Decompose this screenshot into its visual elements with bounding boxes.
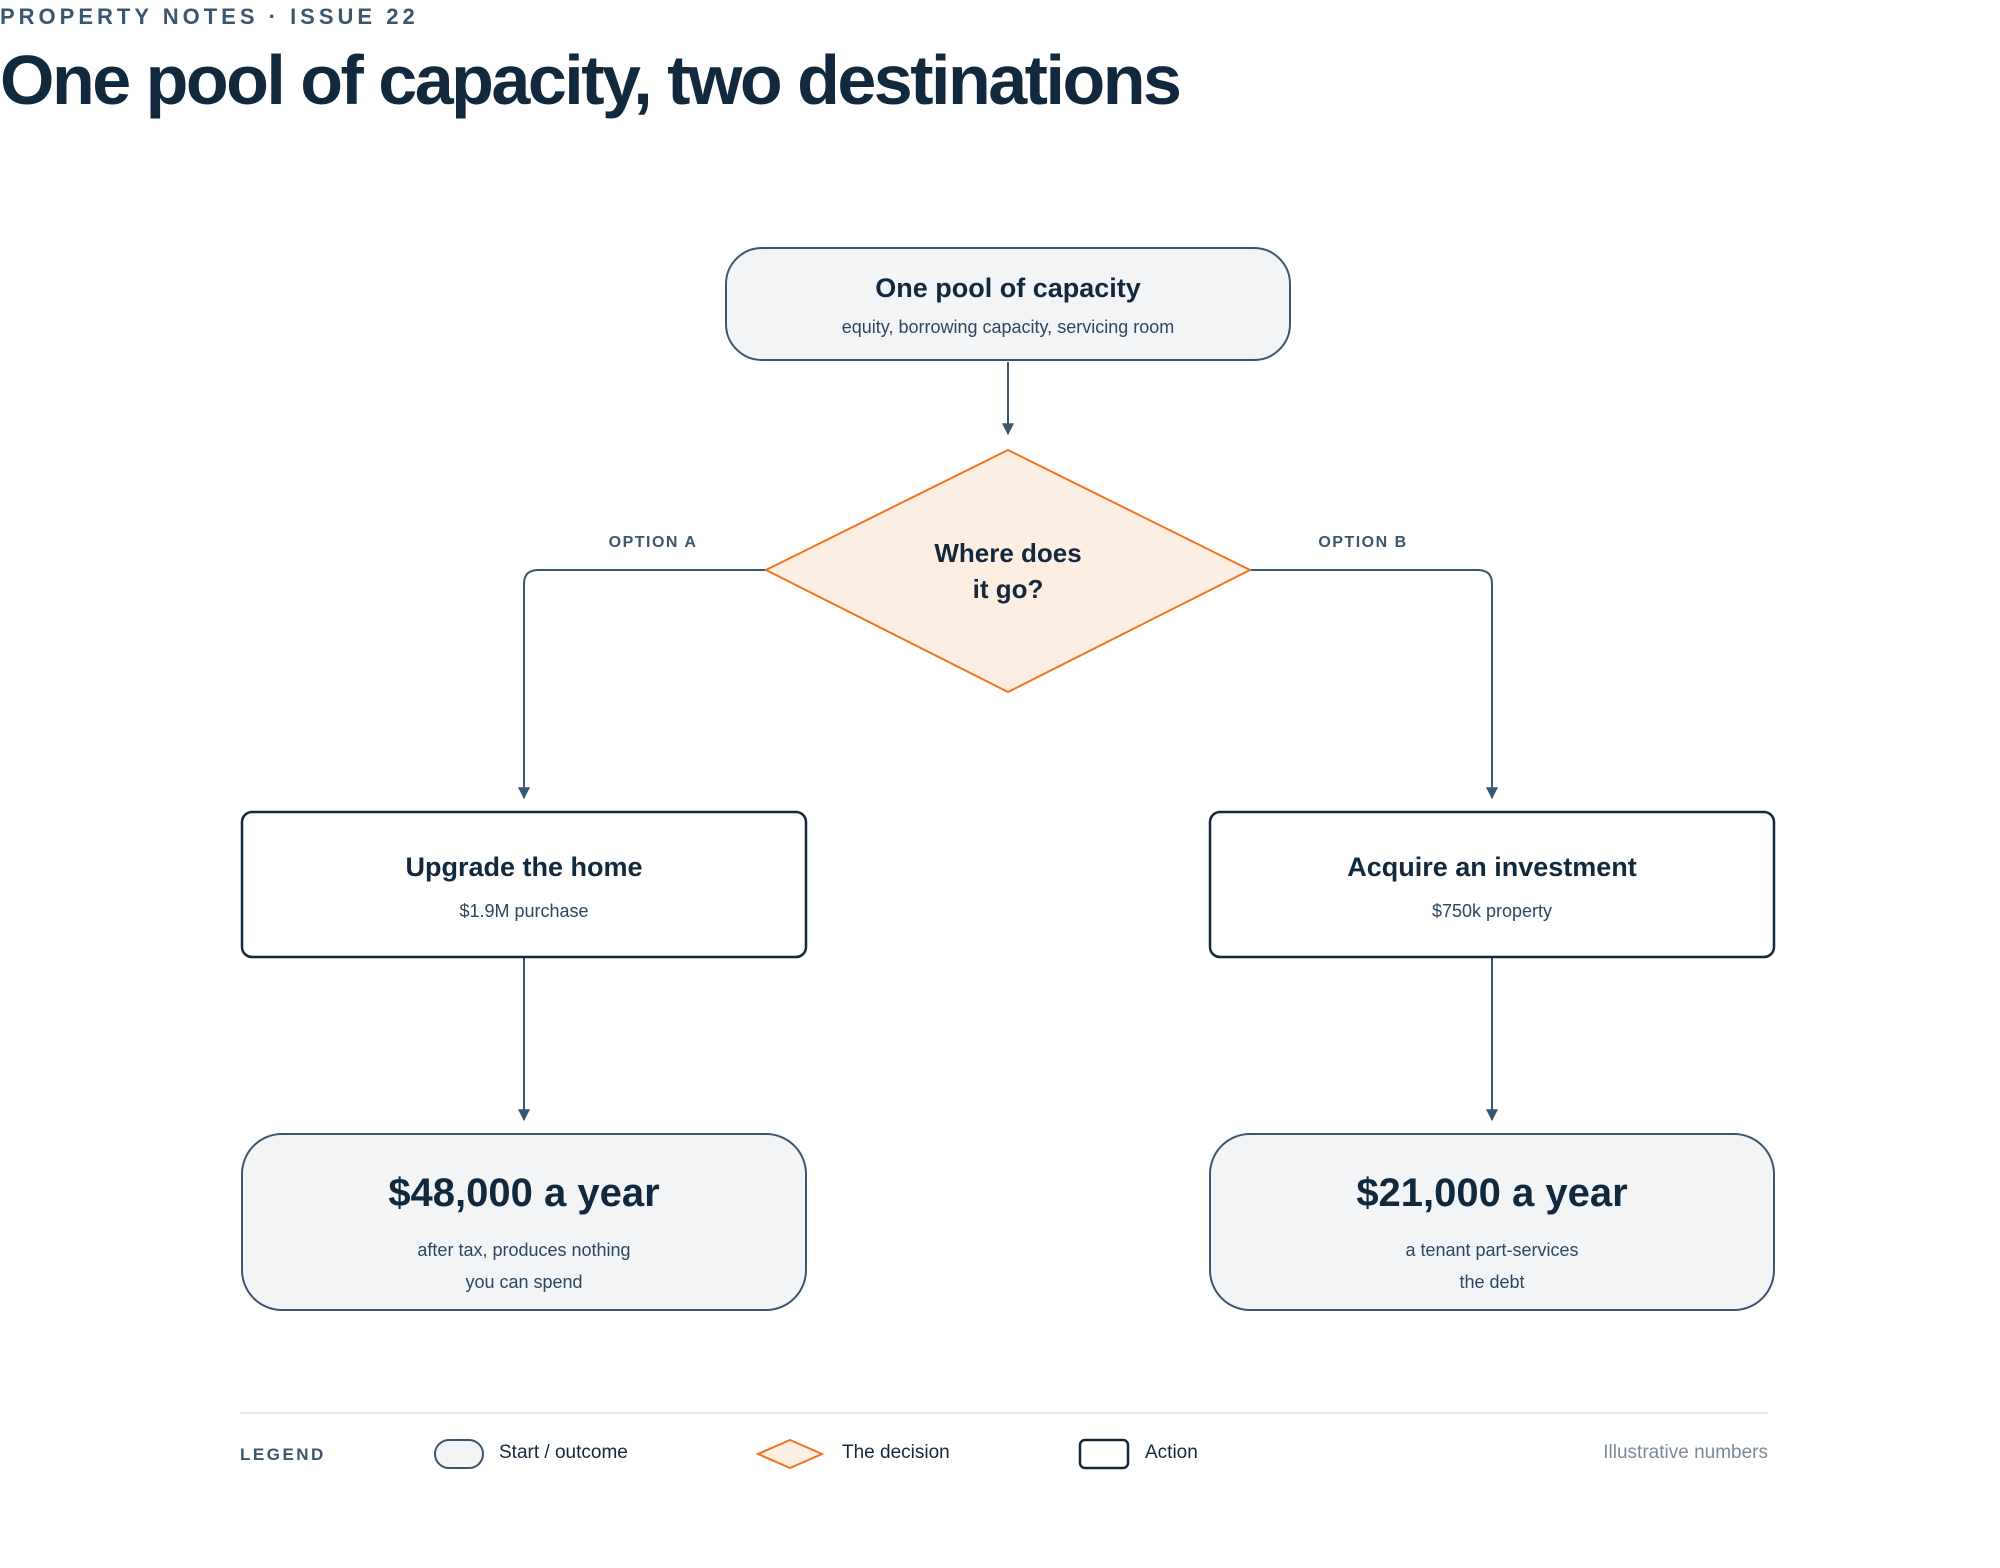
- outcome-node-a: $48,000 a year after tax, produces nothi…: [241, 1133, 807, 1311]
- illustrative-note: Illustrative numbers: [1603, 1442, 1768, 1463]
- legend-label: LEGEND: [240, 1445, 326, 1464]
- outcome-b-value: $21,000 a year: [1356, 1171, 1627, 1215]
- page-title: One pool of capacity, two destinations: [0, 41, 1182, 119]
- decision-node: Where does it go?: [763, 448, 1253, 694]
- start-node-subtitle: equity, borrowing capacity, servicing ro…: [842, 317, 1174, 337]
- legend-action-text: Action: [1145, 1442, 1198, 1463]
- option-b-label: OPTION B: [1318, 534, 1407, 551]
- outcome-a-line-1: after tax, produces nothing: [417, 1240, 630, 1260]
- outcome-b-line-1: a tenant part-services: [1405, 1240, 1578, 1260]
- start-node-title: One pool of capacity: [875, 273, 1141, 303]
- decision-line-1: Where does: [934, 538, 1081, 568]
- legend-action-swatch: [1078, 1438, 1130, 1470]
- action-node-b: Acquire an investment $750k property: [1208, 810, 1776, 959]
- option-a-label: OPTION A: [609, 534, 698, 551]
- decision-line-2: it go?: [973, 574, 1044, 604]
- legend-start-outcome-text: Start / outcome: [499, 1442, 628, 1463]
- action-b-title: Acquire an investment: [1347, 852, 1637, 882]
- outcome-b-line-2: the debt: [1459, 1272, 1524, 1292]
- outcome-node-b: $21,000 a year a tenant part-services th…: [1209, 1133, 1775, 1311]
- legend-decision-text: The decision: [842, 1442, 950, 1463]
- action-node-a: Upgrade the home $1.9M purchase: [240, 810, 808, 959]
- action-a-title: Upgrade the home: [405, 852, 642, 882]
- connector-decision-to-option-a: [518, 569, 766, 800]
- legend-start-outcome-swatch: [434, 1439, 484, 1469]
- action-a-subtitle: $1.9M purchase: [459, 901, 588, 921]
- connector-decision-to-option-b: [1250, 569, 1498, 800]
- outcome-a-value: $48,000 a year: [388, 1171, 659, 1215]
- legend-decision-swatch: [755, 1438, 825, 1470]
- start-node: One pool of capacity equity, borrowing c…: [725, 247, 1291, 361]
- action-b-subtitle: $750k property: [1432, 901, 1552, 921]
- legend-divider: [240, 1412, 1768, 1414]
- outcome-a-line-2: you can spend: [465, 1272, 582, 1292]
- issue-eyebrow: PROPERTY NOTES · ISSUE 22: [0, 4, 419, 29]
